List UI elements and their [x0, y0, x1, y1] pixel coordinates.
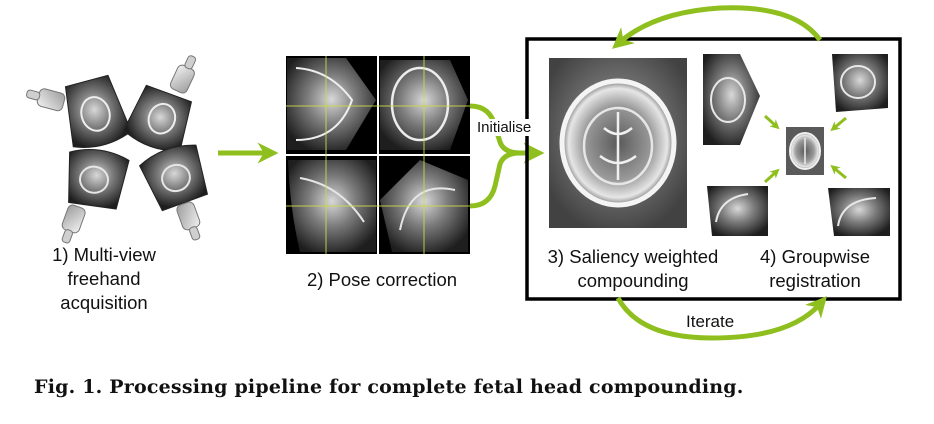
figure-caption: Fig. 1. Processing pipeline for complete…: [34, 376, 744, 398]
feedback-arrow: [612, 5, 823, 49]
registration-center-image: [786, 127, 824, 175]
iterate-arrow: [615, 296, 827, 341]
caption-text: Processing pipeline for complete fetal h…: [109, 376, 744, 398]
ultrasound-probe-icon: [176, 201, 201, 241]
iterate-label: Iterate: [684, 312, 737, 332]
pose-tile-1: [287, 58, 376, 150]
compounded-volume-image: [549, 58, 687, 228]
pose-correction-grid: [286, 56, 470, 254]
converging-arrows: [763, 114, 847, 184]
acquisition-view-1: [64, 74, 132, 148]
initialise-connector: [469, 103, 545, 209]
stage-label-pose-correction: 2) Pose correction: [306, 269, 458, 290]
acquisition-views: [26, 55, 209, 244]
acquisition-view-3: [68, 149, 130, 210]
iteration-frame: [525, 37, 902, 301]
crosshair-lines: [286, 56, 470, 254]
registration-view-1: [703, 54, 760, 145]
registration-view-2: [832, 54, 888, 112]
ultrasound-probe-icon: [169, 55, 197, 94]
caption-prefix: Fig. 1.: [34, 376, 103, 398]
ultrasound-probe-icon: [26, 88, 66, 112]
stage-label-acquisition: 1) Multi-view freehand acquisition: [52, 244, 156, 313]
stage-label-registration: 4) Groupwise registration: [759, 246, 870, 291]
registration-view-3: [707, 186, 768, 236]
ultrasound-probe-icon: [61, 204, 86, 244]
initialise-label: Initialise: [475, 119, 534, 136]
registration-view-4: [828, 188, 890, 236]
stage-label-compounding: 3) Saliency weighted compounding: [547, 246, 719, 291]
groupwise-registration: [703, 54, 890, 236]
acquisition-view-4: [138, 144, 209, 212]
